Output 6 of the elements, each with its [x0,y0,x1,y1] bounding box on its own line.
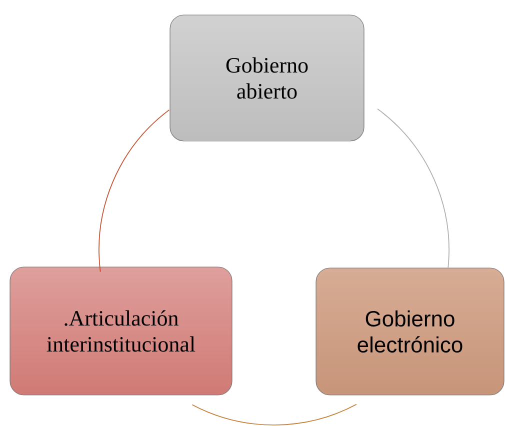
text-box: .Articulación interinstitucional [10,266,232,396]
connector-arc [98,109,170,272]
text-box: Gobierno abierto [170,14,364,142]
connector-arc [377,108,450,268]
connector-arc [192,404,357,426]
text-box: Gobierno electrónico [316,268,504,396]
